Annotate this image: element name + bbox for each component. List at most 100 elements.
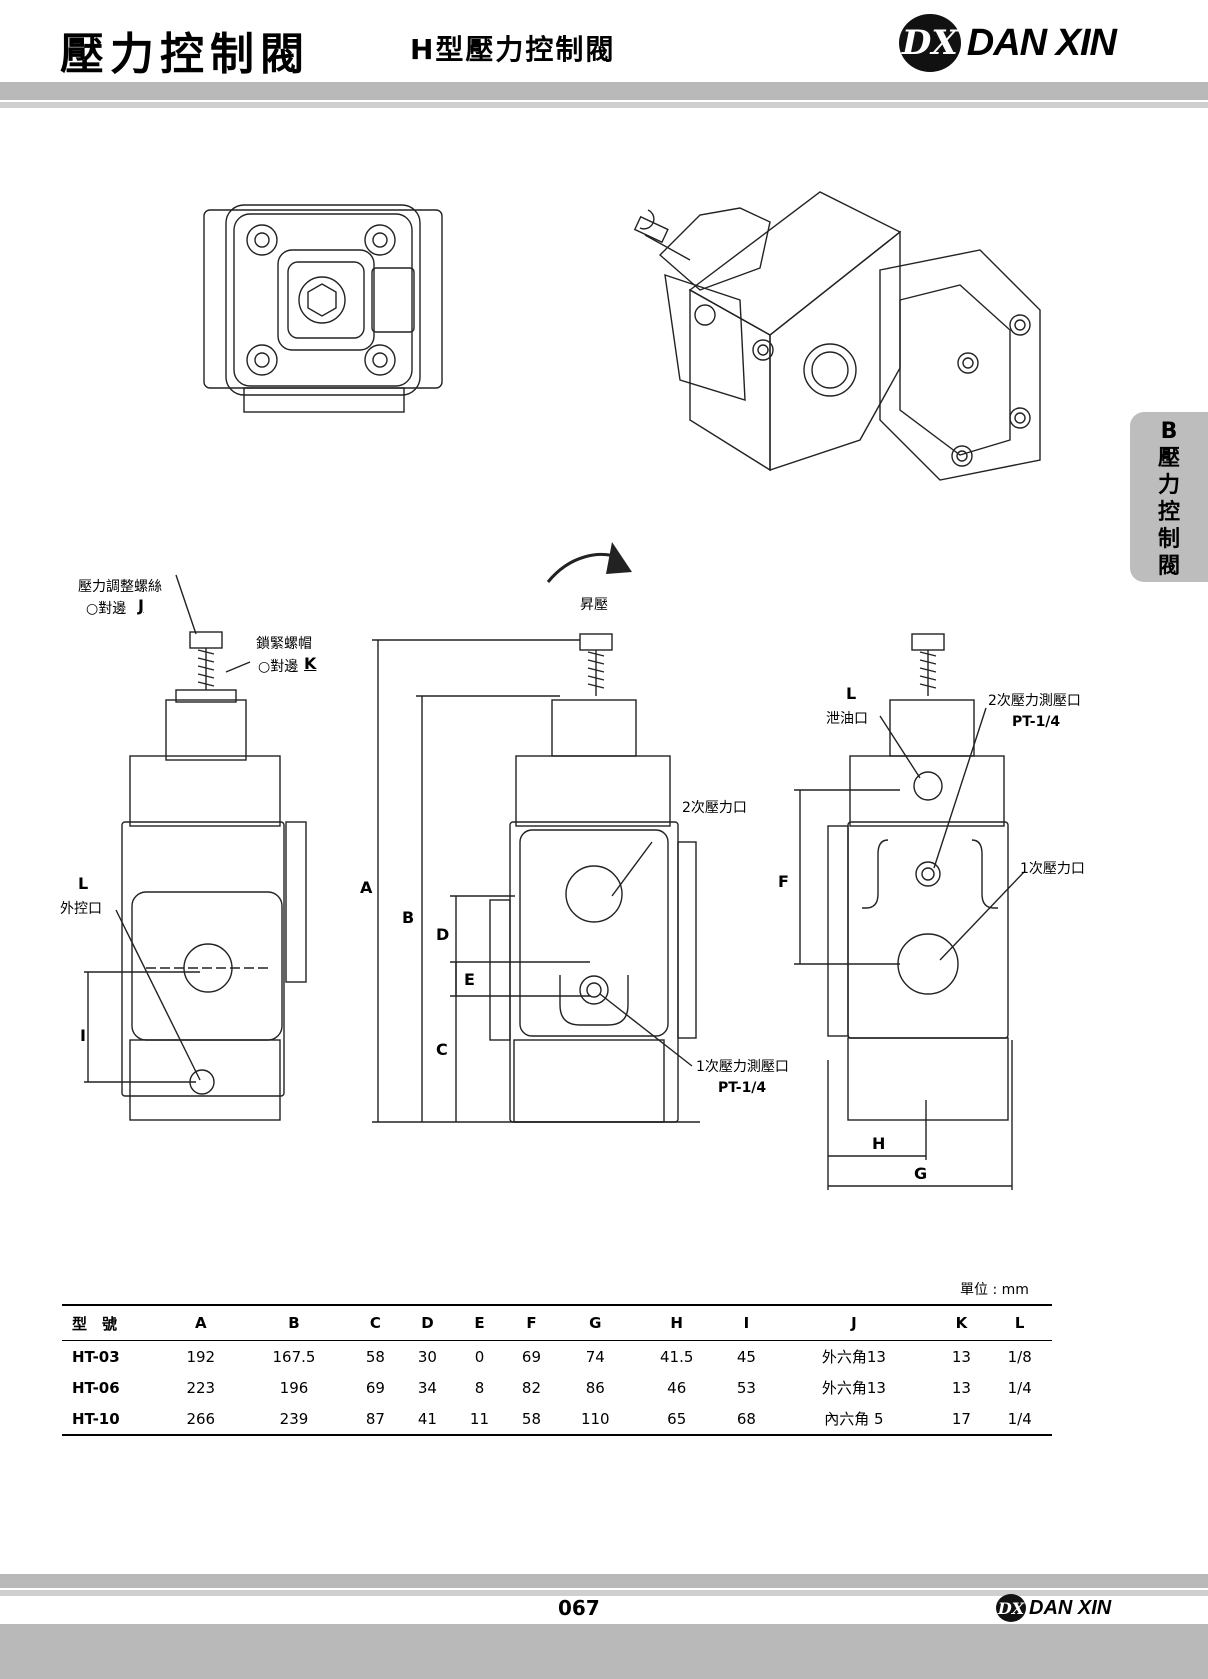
secondary-gauge-thread: PT-1/4	[1012, 714, 1061, 730]
primary-gauge-port-label: 1次壓力測壓口	[696, 1059, 789, 1075]
table-row: HT-06 223 196 69 34 8 82 86 46 53 外六角13 …	[62, 1372, 1052, 1403]
table-row: HT-03 192 167.5 58 30 0 69 74 41.5 45 外六…	[62, 1341, 1052, 1373]
col-header: D	[401, 1304, 454, 1341]
dim-i-label: I	[80, 1026, 86, 1045]
dim-h-label: H	[872, 1134, 886, 1153]
table-cell: 58	[505, 1403, 558, 1436]
section-tab-char: 控	[1157, 500, 1180, 525]
table-cell: 8	[474, 1378, 485, 1397]
table-cell: 167.5	[272, 1347, 316, 1366]
table-cell: 86	[585, 1378, 605, 1397]
table-cell: 192	[186, 1347, 216, 1366]
brand-mark: DX	[898, 14, 961, 72]
section-tab-char: 閥	[1157, 554, 1180, 579]
brand-logo: DX DAN XIN	[898, 14, 1117, 72]
dim-b-label: B	[402, 908, 415, 927]
table-cell: 69	[365, 1378, 385, 1397]
col-header: F	[505, 1304, 558, 1341]
table-cell: 45	[736, 1347, 756, 1366]
adjust-screw-key: J	[138, 596, 144, 615]
table-cell: 外六角13	[821, 1379, 886, 1397]
dim-c-label: C	[436, 1040, 448, 1059]
table-cell: 內六角 5	[772, 1403, 936, 1436]
table-cell: 1/4	[987, 1403, 1052, 1436]
table-cell: 239	[238, 1403, 350, 1436]
col-header: J	[772, 1304, 936, 1341]
table-cell: 13	[951, 1378, 971, 1397]
header-band-thin	[0, 102, 1208, 108]
col-header: B	[238, 1304, 350, 1341]
pressure-up-label: 昇壓	[580, 597, 608, 613]
section-tab-char: 制	[1157, 527, 1180, 552]
table-cell: 30	[417, 1347, 437, 1366]
drain-label: 泄油口	[826, 711, 868, 727]
page-title: 壓力控制閥	[60, 29, 310, 80]
table-cell: 外六角13	[821, 1348, 886, 1366]
middle-elevation-drawing	[372, 633, 700, 1123]
table-cell: 196	[279, 1378, 309, 1397]
table-cell: 13	[951, 1347, 971, 1366]
adjust-screw-sub: ○對邊	[86, 601, 127, 617]
table-cell: 65	[633, 1403, 721, 1436]
dim-f-label: F	[778, 872, 789, 891]
table-cell: 17	[935, 1403, 988, 1436]
brand-text: DAN XIN	[966, 21, 1117, 64]
bottom-bar	[0, 1624, 1208, 1679]
table-cell: 46	[667, 1378, 687, 1397]
adjust-screw-label: 壓力調整螺絲	[78, 579, 162, 595]
table-row: HT-10 266 239 87 41 11 58 110 65 68 內六角 …	[62, 1403, 1052, 1436]
table-cell: 1/4	[1007, 1378, 1032, 1397]
lock-nut-label: 鎖緊螺帽	[256, 636, 312, 652]
col-header: H	[633, 1304, 721, 1341]
col-header: E	[453, 1304, 506, 1341]
drain-key: L	[846, 684, 857, 703]
table-cell: 69	[521, 1347, 542, 1366]
section-tab-char: 力	[1157, 473, 1180, 498]
table-cell: 0	[474, 1347, 485, 1366]
left-elevation-drawing	[84, 574, 307, 1121]
table-cell: 87	[349, 1403, 402, 1436]
col-header: I	[720, 1304, 773, 1341]
footer-band	[0, 1574, 1208, 1588]
dim-g-label: G	[914, 1164, 928, 1183]
footer-brand-mark: DX	[996, 1594, 1026, 1622]
left-port-key: L	[78, 874, 89, 893]
secondary-gauge-port-label: 2次壓力測壓口	[988, 693, 1081, 709]
table-cell: 82	[521, 1378, 542, 1397]
lock-nut-key: K	[304, 654, 317, 673]
secondary-port-label: 2次壓力口	[682, 800, 747, 816]
left-port-label: 外控口	[60, 901, 102, 917]
col-header: 型 號	[62, 1304, 163, 1341]
footer-brand-text: DAN XIN	[1029, 1596, 1112, 1619]
table-header-row: 型 號 A B C D E F G H I J K L	[62, 1304, 1052, 1341]
isometric-view-drawing	[633, 191, 1041, 481]
header-band	[0, 82, 1208, 100]
table-cell: 1/8	[1007, 1347, 1032, 1366]
table-cell: 68	[720, 1403, 773, 1436]
table-cell: 41	[401, 1403, 454, 1436]
dim-e-label: E	[464, 970, 475, 989]
section-tab-char: 壓	[1157, 446, 1180, 471]
right-elevation-drawing	[794, 633, 1025, 1190]
table-cell: HT-10	[62, 1403, 163, 1436]
primary-port-label: 1次壓力口	[1020, 861, 1085, 877]
page-subtitle: H型壓力控制閥	[410, 33, 616, 66]
unit-label: 單位 : mm	[960, 1282, 1029, 1298]
table-cell: HT-06	[72, 1378, 120, 1397]
table-cell: 41.5	[660, 1347, 694, 1366]
table-cell: 266	[163, 1403, 239, 1436]
table-cell: 74	[585, 1347, 605, 1366]
primary-gauge-thread: PT-1/4	[718, 1080, 767, 1096]
table-cell: 58	[365, 1347, 385, 1366]
top-view-drawing	[203, 204, 443, 413]
lock-nut-sub: ○對邊	[258, 659, 299, 675]
table-cell: 53	[736, 1378, 756, 1397]
table-cell: 34	[417, 1378, 437, 1397]
table-cell: 223	[186, 1378, 216, 1397]
page-number: 067	[558, 1596, 600, 1620]
footer-logo: DX DAN XIN	[996, 1594, 1111, 1622]
col-header: G	[557, 1304, 634, 1341]
section-tab: B 壓 力 控 制 閥	[1130, 412, 1208, 582]
footer-band-thin	[0, 1590, 1208, 1596]
technical-drawing	[84, 191, 1041, 1190]
